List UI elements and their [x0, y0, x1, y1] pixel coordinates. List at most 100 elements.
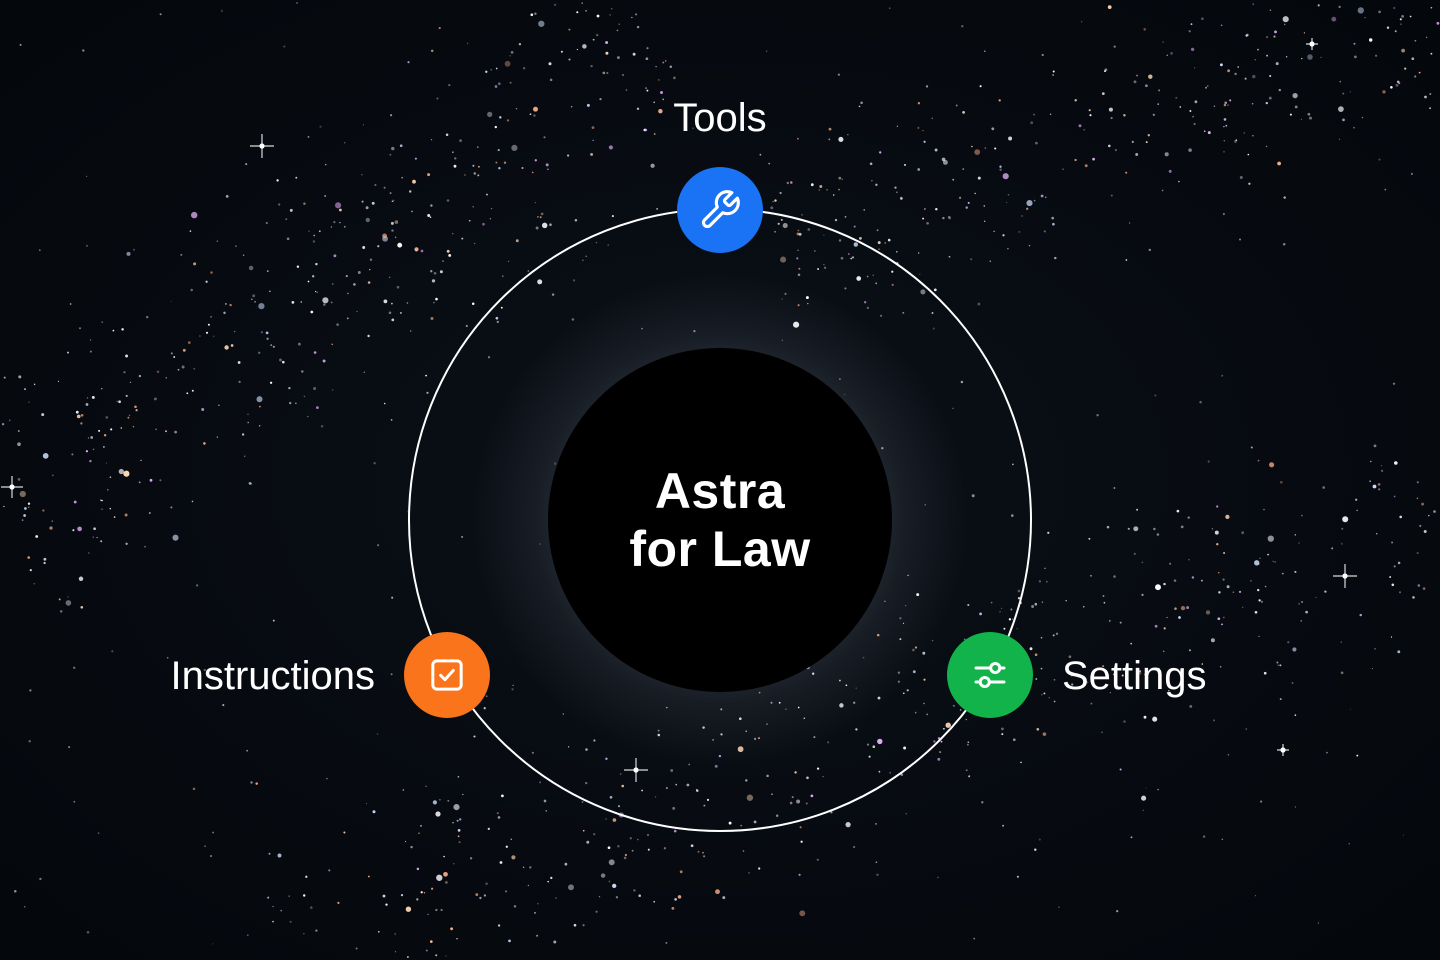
star: [887, 238, 891, 242]
star: [125, 354, 129, 358]
star: [420, 891, 423, 894]
star: [758, 867, 761, 870]
star: [653, 133, 656, 135]
star: [1342, 92, 1345, 95]
star: [1254, 59, 1256, 61]
star: [367, 875, 370, 878]
star: [498, 167, 501, 170]
star: [296, 265, 300, 268]
star: [1047, 531, 1050, 534]
star: [1205, 86, 1207, 89]
star: [1219, 665, 1222, 668]
star: [1298, 542, 1300, 544]
star: [582, 44, 587, 49]
star: [476, 146, 479, 148]
star: [235, 245, 237, 247]
star: [166, 656, 169, 659]
star: [1207, 85, 1209, 87]
star: [390, 419, 393, 421]
star: [85, 450, 88, 453]
star: [611, 8, 613, 10]
star: [539, 216, 542, 219]
settings-node[interactable]: [947, 632, 1033, 718]
star: [265, 221, 268, 225]
star: [1222, 213, 1225, 215]
star: [1041, 694, 1043, 696]
star: [245, 163, 248, 166]
star: [343, 225, 346, 228]
star: [534, 912, 536, 914]
star: [1219, 63, 1223, 67]
star: [91, 395, 95, 399]
star: [703, 855, 706, 858]
star: [363, 371, 365, 373]
star: [1036, 727, 1040, 731]
star: [489, 218, 492, 220]
tools-node[interactable]: [677, 167, 763, 253]
star: [1021, 215, 1023, 217]
star: [967, 741, 970, 744]
star: [362, 124, 365, 126]
star: [582, 829, 585, 832]
star: [252, 294, 256, 298]
star: [339, 221, 341, 224]
star: [1393, 6, 1396, 10]
star: [465, 325, 468, 327]
star: [889, 7, 891, 9]
star: [1108, 620, 1111, 622]
star: [1416, 481, 1419, 484]
star: [473, 172, 477, 175]
star: [1292, 647, 1297, 652]
star: [1264, 585, 1267, 588]
star: [616, 56, 620, 60]
star: [592, 38, 595, 41]
star: [1272, 560, 1274, 563]
star: [289, 208, 293, 212]
star: [1294, 714, 1297, 716]
star: [109, 507, 112, 510]
star: [377, 544, 380, 547]
star: [301, 370, 304, 373]
star: [135, 409, 138, 412]
star: [1436, 21, 1440, 25]
star: [174, 430, 177, 434]
star: [1058, 906, 1060, 908]
star: [212, 831, 214, 834]
star: [917, 126, 920, 129]
star: [576, 48, 579, 51]
instructions-node[interactable]: [404, 632, 490, 718]
star: [1315, 596, 1317, 599]
star: [1393, 495, 1396, 498]
star: [605, 51, 609, 55]
star: [76, 414, 81, 419]
star: [665, 60, 667, 62]
star: [33, 383, 36, 386]
star: [138, 481, 141, 484]
star: [495, 67, 498, 70]
star: [663, 847, 666, 850]
star: [962, 168, 964, 170]
star: [312, 275, 315, 278]
star: [958, 196, 962, 199]
star: [677, 895, 682, 899]
star: [1377, 483, 1381, 486]
star: [947, 215, 951, 219]
star: [125, 542, 128, 545]
star: [430, 139, 433, 141]
star: [1268, 96, 1272, 100]
star: [92, 448, 95, 451]
star: [1166, 616, 1168, 619]
star: [1041, 53, 1044, 57]
star: [596, 14, 600, 18]
star: [1110, 194, 1113, 197]
star: [277, 853, 282, 858]
star: [1222, 616, 1225, 619]
star: [132, 426, 135, 428]
star: [41, 413, 45, 417]
star: [1133, 552, 1136, 555]
star: [508, 939, 511, 943]
star: [1040, 667, 1043, 670]
star: [564, 862, 568, 866]
star: [1349, 708, 1351, 710]
star: [100, 540, 103, 543]
